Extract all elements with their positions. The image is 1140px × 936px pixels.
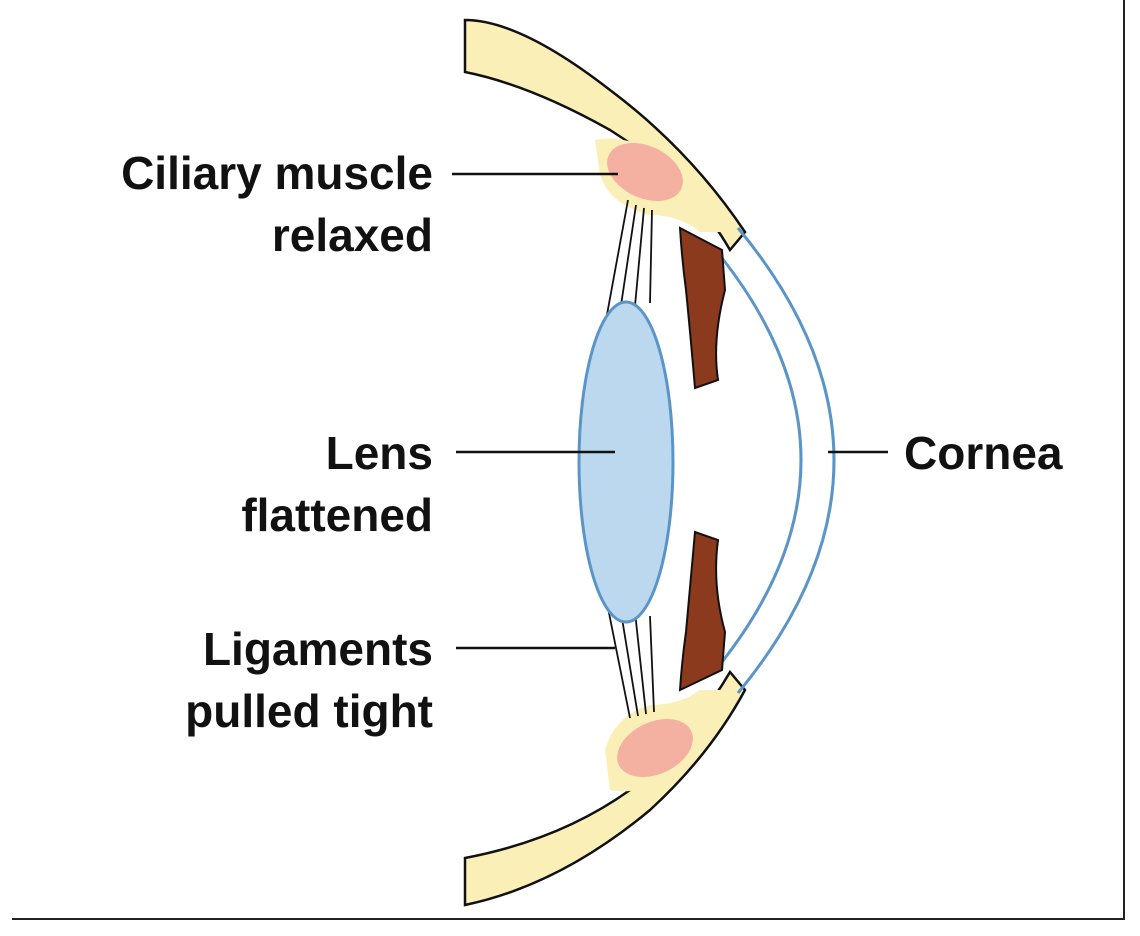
sclera-band	[463, 18, 747, 253]
lens	[577, 300, 675, 624]
ligaments-upper	[605, 199, 653, 321]
figure-frame	[12, 0, 1125, 920]
label-ciliary-muscle-line2: relaxed	[271, 209, 433, 261]
cornea-outer-arc	[736, 227, 836, 694]
label-ciliary-muscle-line1: Ciliary muscle	[121, 147, 433, 199]
label-ligaments-line1: Ligaments	[202, 623, 433, 675]
label-cornea-line1: Cornea	[904, 427, 1063, 479]
label-lens-line2: flattened	[241, 489, 433, 541]
label-lens: Lens flattened	[241, 422, 433, 546]
ciliary-muscle-lower	[617, 718, 693, 778]
ligaments-lower	[605, 597, 655, 719]
label-ciliary-muscle: Ciliary muscle relaxed	[121, 142, 433, 266]
label-ligaments: Ligaments pulled tight	[185, 618, 433, 742]
iris-lower	[678, 530, 727, 692]
label-cornea: Cornea	[904, 422, 1062, 484]
ciliary-muscle-upper	[607, 142, 683, 202]
label-ligaments-line2: pulled tight	[185, 685, 433, 737]
iris-upper	[678, 226, 727, 390]
cornea-inner-arc	[720, 257, 803, 663]
sclera-band-lower	[463, 669, 747, 907]
label-lens-line1: Lens	[325, 427, 433, 479]
